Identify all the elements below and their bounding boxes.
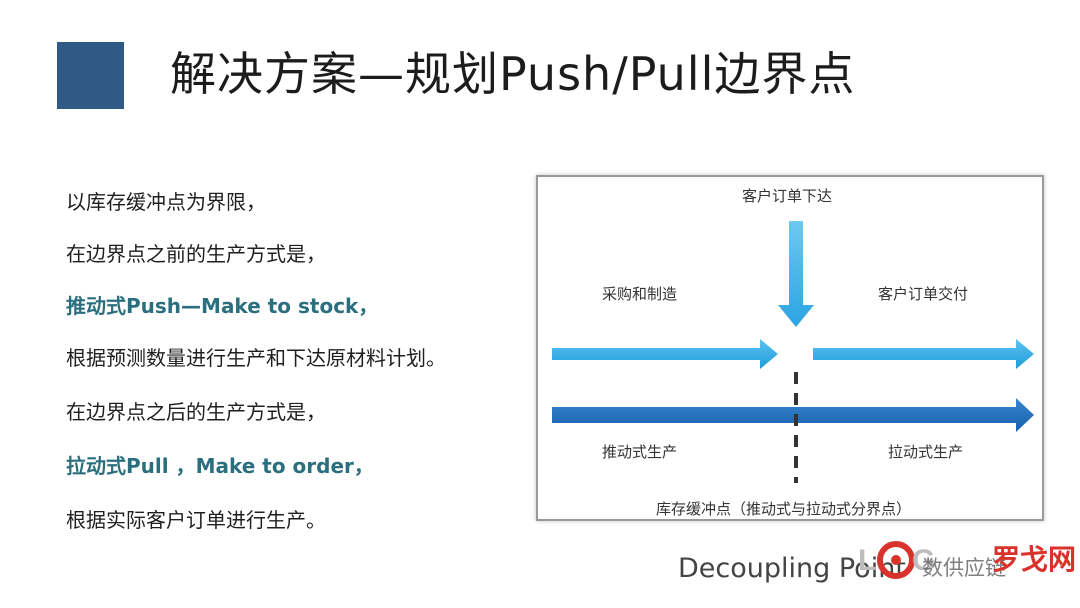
diagram-caption: Decoupling Point	[678, 553, 906, 584]
label-push-production: 推动式生产	[602, 443, 678, 461]
page-title: 解决方案—规划Push/Pull边界点	[170, 47, 856, 101]
customer-order-down-arrow	[778, 221, 814, 327]
production-flow-arrow	[552, 398, 1034, 432]
pull-upper-arrow	[813, 339, 1034, 369]
text-line-2: 在边界点之前的生产方式是，	[66, 242, 326, 266]
svg-text:G: G	[912, 544, 935, 577]
watermark: L G 数供应链 罗戈网	[856, 532, 1076, 590]
label-decoupling-point: 库存缓冲点（推动式与拉动式分界点）	[656, 500, 912, 518]
text-line-4: 根据预测数量进行生产和下达原材料计划。	[66, 346, 446, 370]
watermark-logo-icon: L G	[858, 541, 935, 579]
label-customer-order-delivery: 客户订单交付	[878, 285, 969, 303]
text-line-7: 根据实际客户订单进行生产。	[66, 508, 326, 532]
title-accent-square	[57, 42, 124, 109]
text-line-pull: 拉动式Pull ，Make to order，	[66, 454, 374, 478]
diagram-graphics	[552, 221, 1034, 483]
push-upper-arrow	[552, 339, 778, 369]
label-customer-order-release: 客户订单下达	[742, 187, 833, 205]
watermark-brand-text: 罗戈网	[992, 543, 1077, 576]
text-line-1: 以库存缓冲点为界限，	[66, 190, 266, 214]
text-line-push: 推动式Push—Make to stock，	[66, 294, 379, 318]
text-line-5: 在边界点之后的生产方式是，	[66, 400, 326, 424]
svg-text:L: L	[858, 544, 876, 577]
decoupling-point-diagram: 客户订单下达 采购和制造 客户订单交付 推动式生产 拉动式生产 库存缓冲点（推动…	[536, 175, 1044, 521]
label-pull-production: 拉动式生产	[888, 443, 964, 461]
label-procurement-manufacturing: 采购和制造	[602, 285, 678, 303]
watermark-subtext: 数供应链	[922, 556, 1006, 580]
